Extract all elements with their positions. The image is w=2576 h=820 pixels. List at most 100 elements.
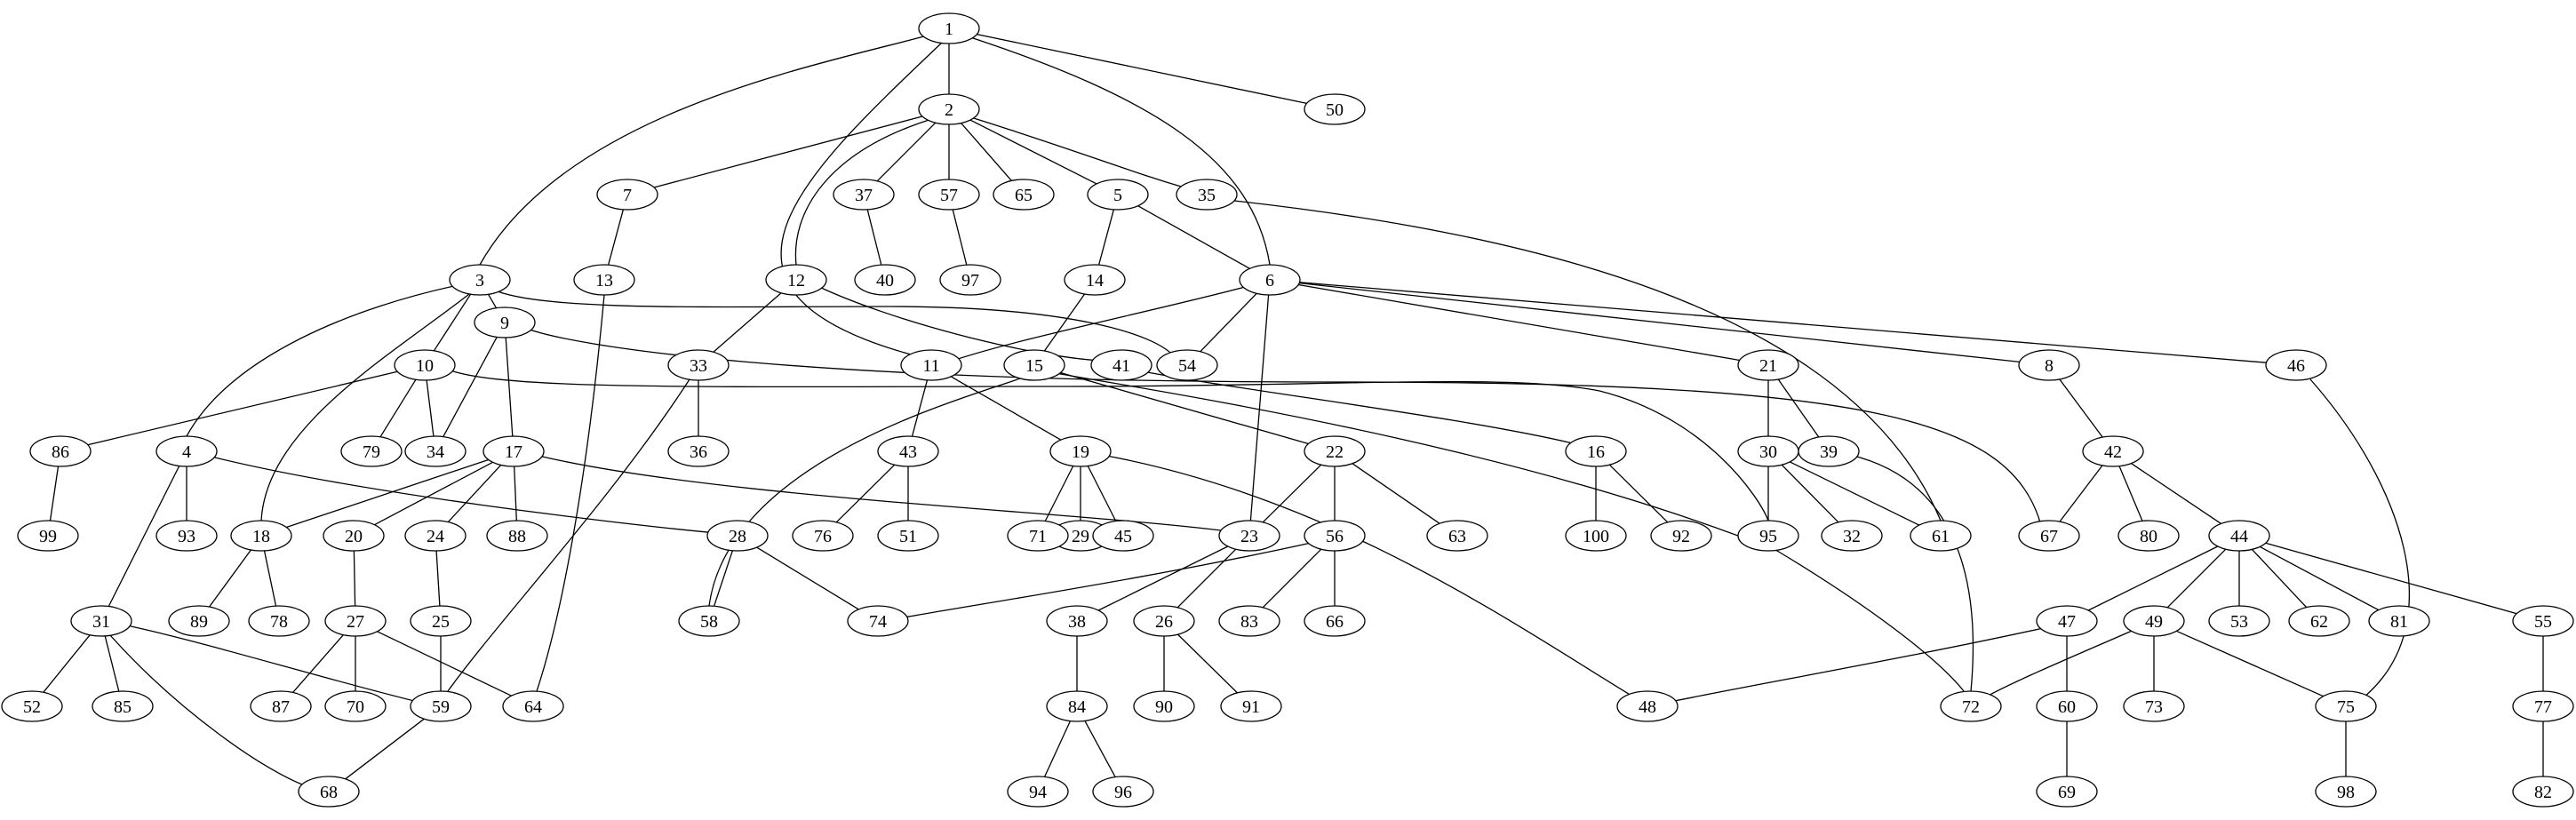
node-ellipse [1092,776,1154,808]
edge-15-58 [708,378,1021,607]
node-65: 65 [993,179,1055,211]
edge-21-39 [1777,378,1820,438]
node-4: 4 [156,435,218,467]
edge-9-17 [505,337,514,437]
node-99: 99 [17,520,79,552]
node-label: 94 [1029,783,1047,802]
node-ellipse [1737,349,1799,381]
node-24: 24 [404,520,467,552]
node-38: 38 [1046,605,1108,637]
edge-42-80 [2118,466,2143,521]
edge-47-48 [1670,626,2048,703]
edge-12-41 [817,285,1101,362]
node-32: 32 [1821,520,1883,552]
node-label: 75 [2337,697,2355,717]
edge-49-75 [2176,630,2324,697]
node-74: 74 [847,605,909,637]
node-ellipse [1239,264,1301,296]
node-10: 10 [394,349,456,381]
node-label: 23 [1240,527,1258,546]
edge-28-74 [756,546,859,610]
node-label: 56 [1326,527,1344,546]
node-label: 82 [2534,783,2552,802]
node-ellipse [1007,776,1069,808]
edge-2-12 [794,117,936,266]
node-ellipse [230,520,292,552]
node-label: 98 [2337,783,2355,802]
node-label: 10 [416,356,434,376]
edge-4-31 [108,466,180,607]
edge-86-99 [49,466,60,521]
node-67: 67 [2018,520,2080,552]
node-61: 61 [1910,520,1972,552]
node-ellipse [2117,520,2180,552]
node-79: 79 [340,435,403,467]
node-ellipse [1565,435,1627,467]
edge-2-65 [961,123,1012,181]
node-label: 69 [2058,783,2076,802]
edge-2-7 [653,115,923,188]
node-label: 32 [1843,527,1861,546]
node-label: 76 [814,527,832,546]
edges-layer [43,31,2544,788]
node-ellipse [877,520,939,552]
node-label: 27 [347,612,364,632]
node-ellipse [92,690,154,722]
edge-49-72 [1986,628,2137,697]
node-label: 47 [2058,612,2076,632]
edge-1-50 [977,33,1307,105]
edge-59-68 [345,718,425,780]
node-label: 14 [1086,271,1104,291]
node-label: 68 [320,783,338,802]
node-ellipse [404,520,467,552]
edge-44-62 [2251,548,2308,609]
node-58: 58 [678,605,740,637]
edge-44-49 [2166,548,2227,609]
node-56: 56 [1304,520,1366,552]
node-ellipse [449,264,511,296]
node-93: 93 [156,520,218,552]
node-ellipse [410,605,472,637]
node-label: 74 [869,612,887,632]
edge-35-61 [1225,199,1942,521]
node-label: 95 [1759,527,1777,546]
node-ellipse [1133,605,1195,637]
node-55: 55 [2512,605,2574,637]
node-ellipse [1220,690,1282,722]
node-label: 84 [1068,697,1086,717]
edge-6-46 [1299,282,2267,363]
node-ellipse [1049,435,1112,467]
node-ellipse [1737,520,1799,552]
node-ellipse [939,264,1001,296]
node-label: 2 [945,100,953,120]
node-ellipse [678,605,740,637]
node-ellipse [29,435,92,467]
node-label: 24 [427,527,444,546]
node-ellipse [1798,435,1860,467]
node-label: 65 [1015,186,1033,205]
node-16: 16 [1565,435,1627,467]
node-label: 85 [114,697,132,717]
node-ellipse [404,435,467,467]
node-label: 54 [1178,356,1196,376]
edge-43-76 [835,464,896,523]
edge-1-11 [780,42,943,358]
edge-19-48 [1101,454,1632,697]
node-label: 29 [1072,527,1089,546]
edge-6-54 [1200,292,1257,353]
node-11: 11 [900,349,962,381]
node-26: 26 [1133,605,1195,637]
node-28: 28 [706,520,769,552]
edge-31-52 [43,634,91,693]
node-ellipse [323,520,385,552]
edge-6-21 [1298,283,1740,362]
node-15: 15 [1003,349,1065,381]
node-71: 71 [1007,520,1069,552]
node-label: 55 [2534,612,2552,632]
node-7: 7 [596,179,658,211]
node-64: 64 [502,690,564,722]
node-54: 54 [1156,349,1218,381]
node-ellipse [2036,605,2098,637]
edge-30-61 [1790,461,1919,526]
node-ellipse [2018,520,2080,552]
